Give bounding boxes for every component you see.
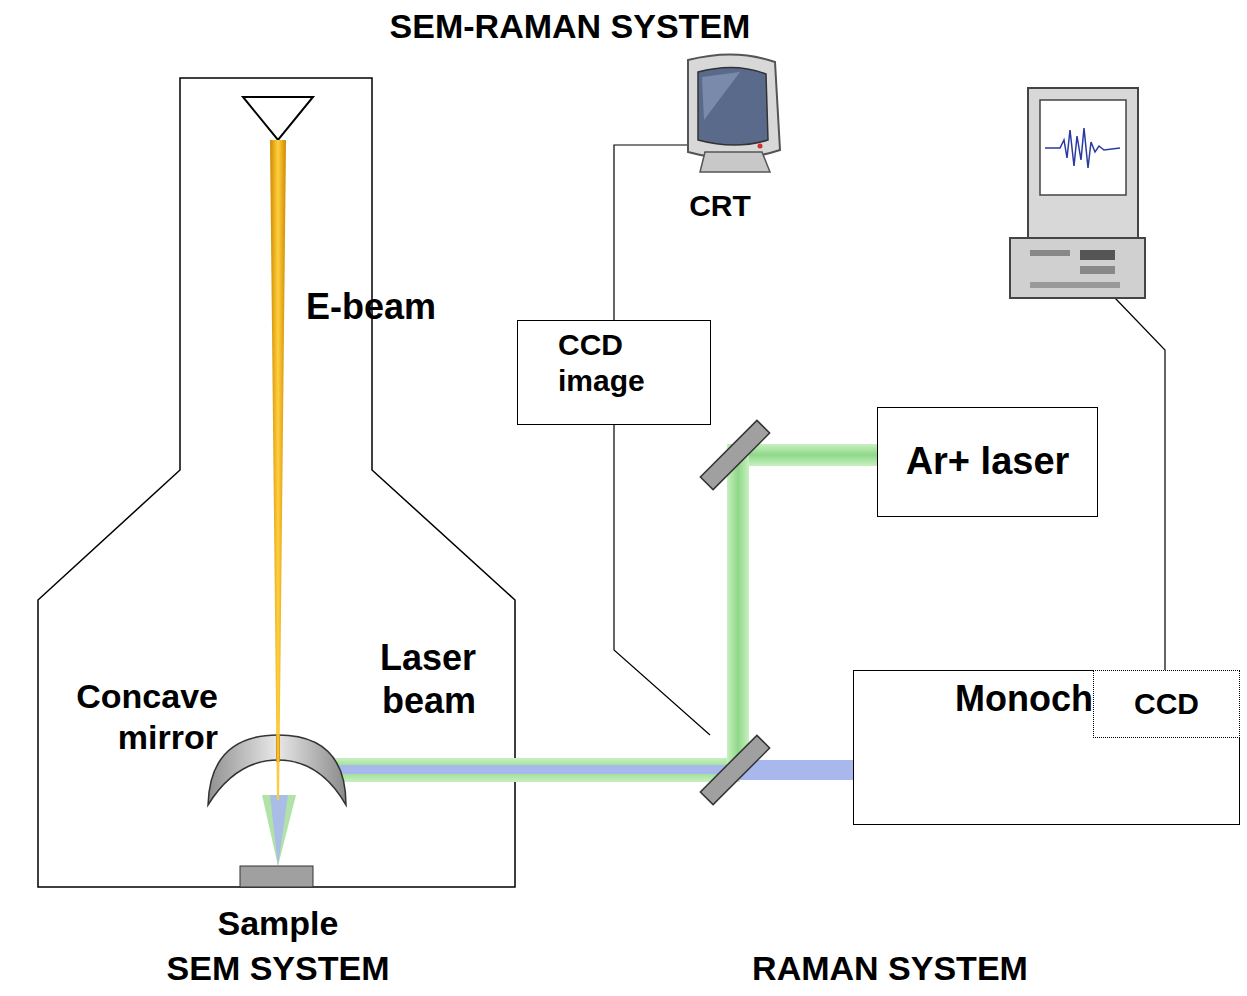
device-box: CCD image — [517, 320, 711, 425]
box-text: CCD — [1134, 686, 1199, 722]
signal-wire — [614, 425, 710, 735]
box-text: CCD image — [558, 327, 678, 399]
scattered-light — [330, 765, 740, 774]
concave-mirror — [208, 735, 346, 805]
crt-monitor — [688, 54, 780, 172]
steering-mirror — [700, 420, 769, 489]
signal-wire — [614, 145, 692, 320]
system-label: SEM SYSTEM — [128, 948, 428, 989]
scattered-light — [740, 760, 854, 780]
laser-beam — [330, 758, 740, 782]
device-label: CRT — [655, 188, 785, 224]
signal-wire — [1115, 298, 1165, 670]
part-label: Sample — [178, 903, 378, 944]
electron-beam — [276, 734, 280, 762]
monochromator-box: MonochrometerCCD — [853, 670, 1240, 825]
beam-splitter — [700, 735, 769, 804]
light-cone — [262, 795, 296, 866]
beam-label: Laser beam — [318, 636, 476, 722]
electron-gun — [243, 97, 313, 140]
light-cone — [270, 795, 288, 866]
sample — [240, 866, 313, 887]
box-text: Ar+ laser — [906, 439, 1070, 485]
diagram-title: SEM-RAMAN SYSTEM — [0, 6, 1140, 47]
electron-beam — [270, 140, 286, 800]
laser-beam — [727, 444, 749, 770]
part-label: Concave mirror — [4, 676, 218, 758]
system-label: RAMAN SYSTEM — [720, 948, 1060, 989]
ccd-detector: CCD — [1093, 670, 1240, 738]
laser-box: Ar+ laser — [877, 407, 1098, 517]
beam-label: E-beam — [306, 285, 476, 328]
computer — [1010, 88, 1145, 298]
